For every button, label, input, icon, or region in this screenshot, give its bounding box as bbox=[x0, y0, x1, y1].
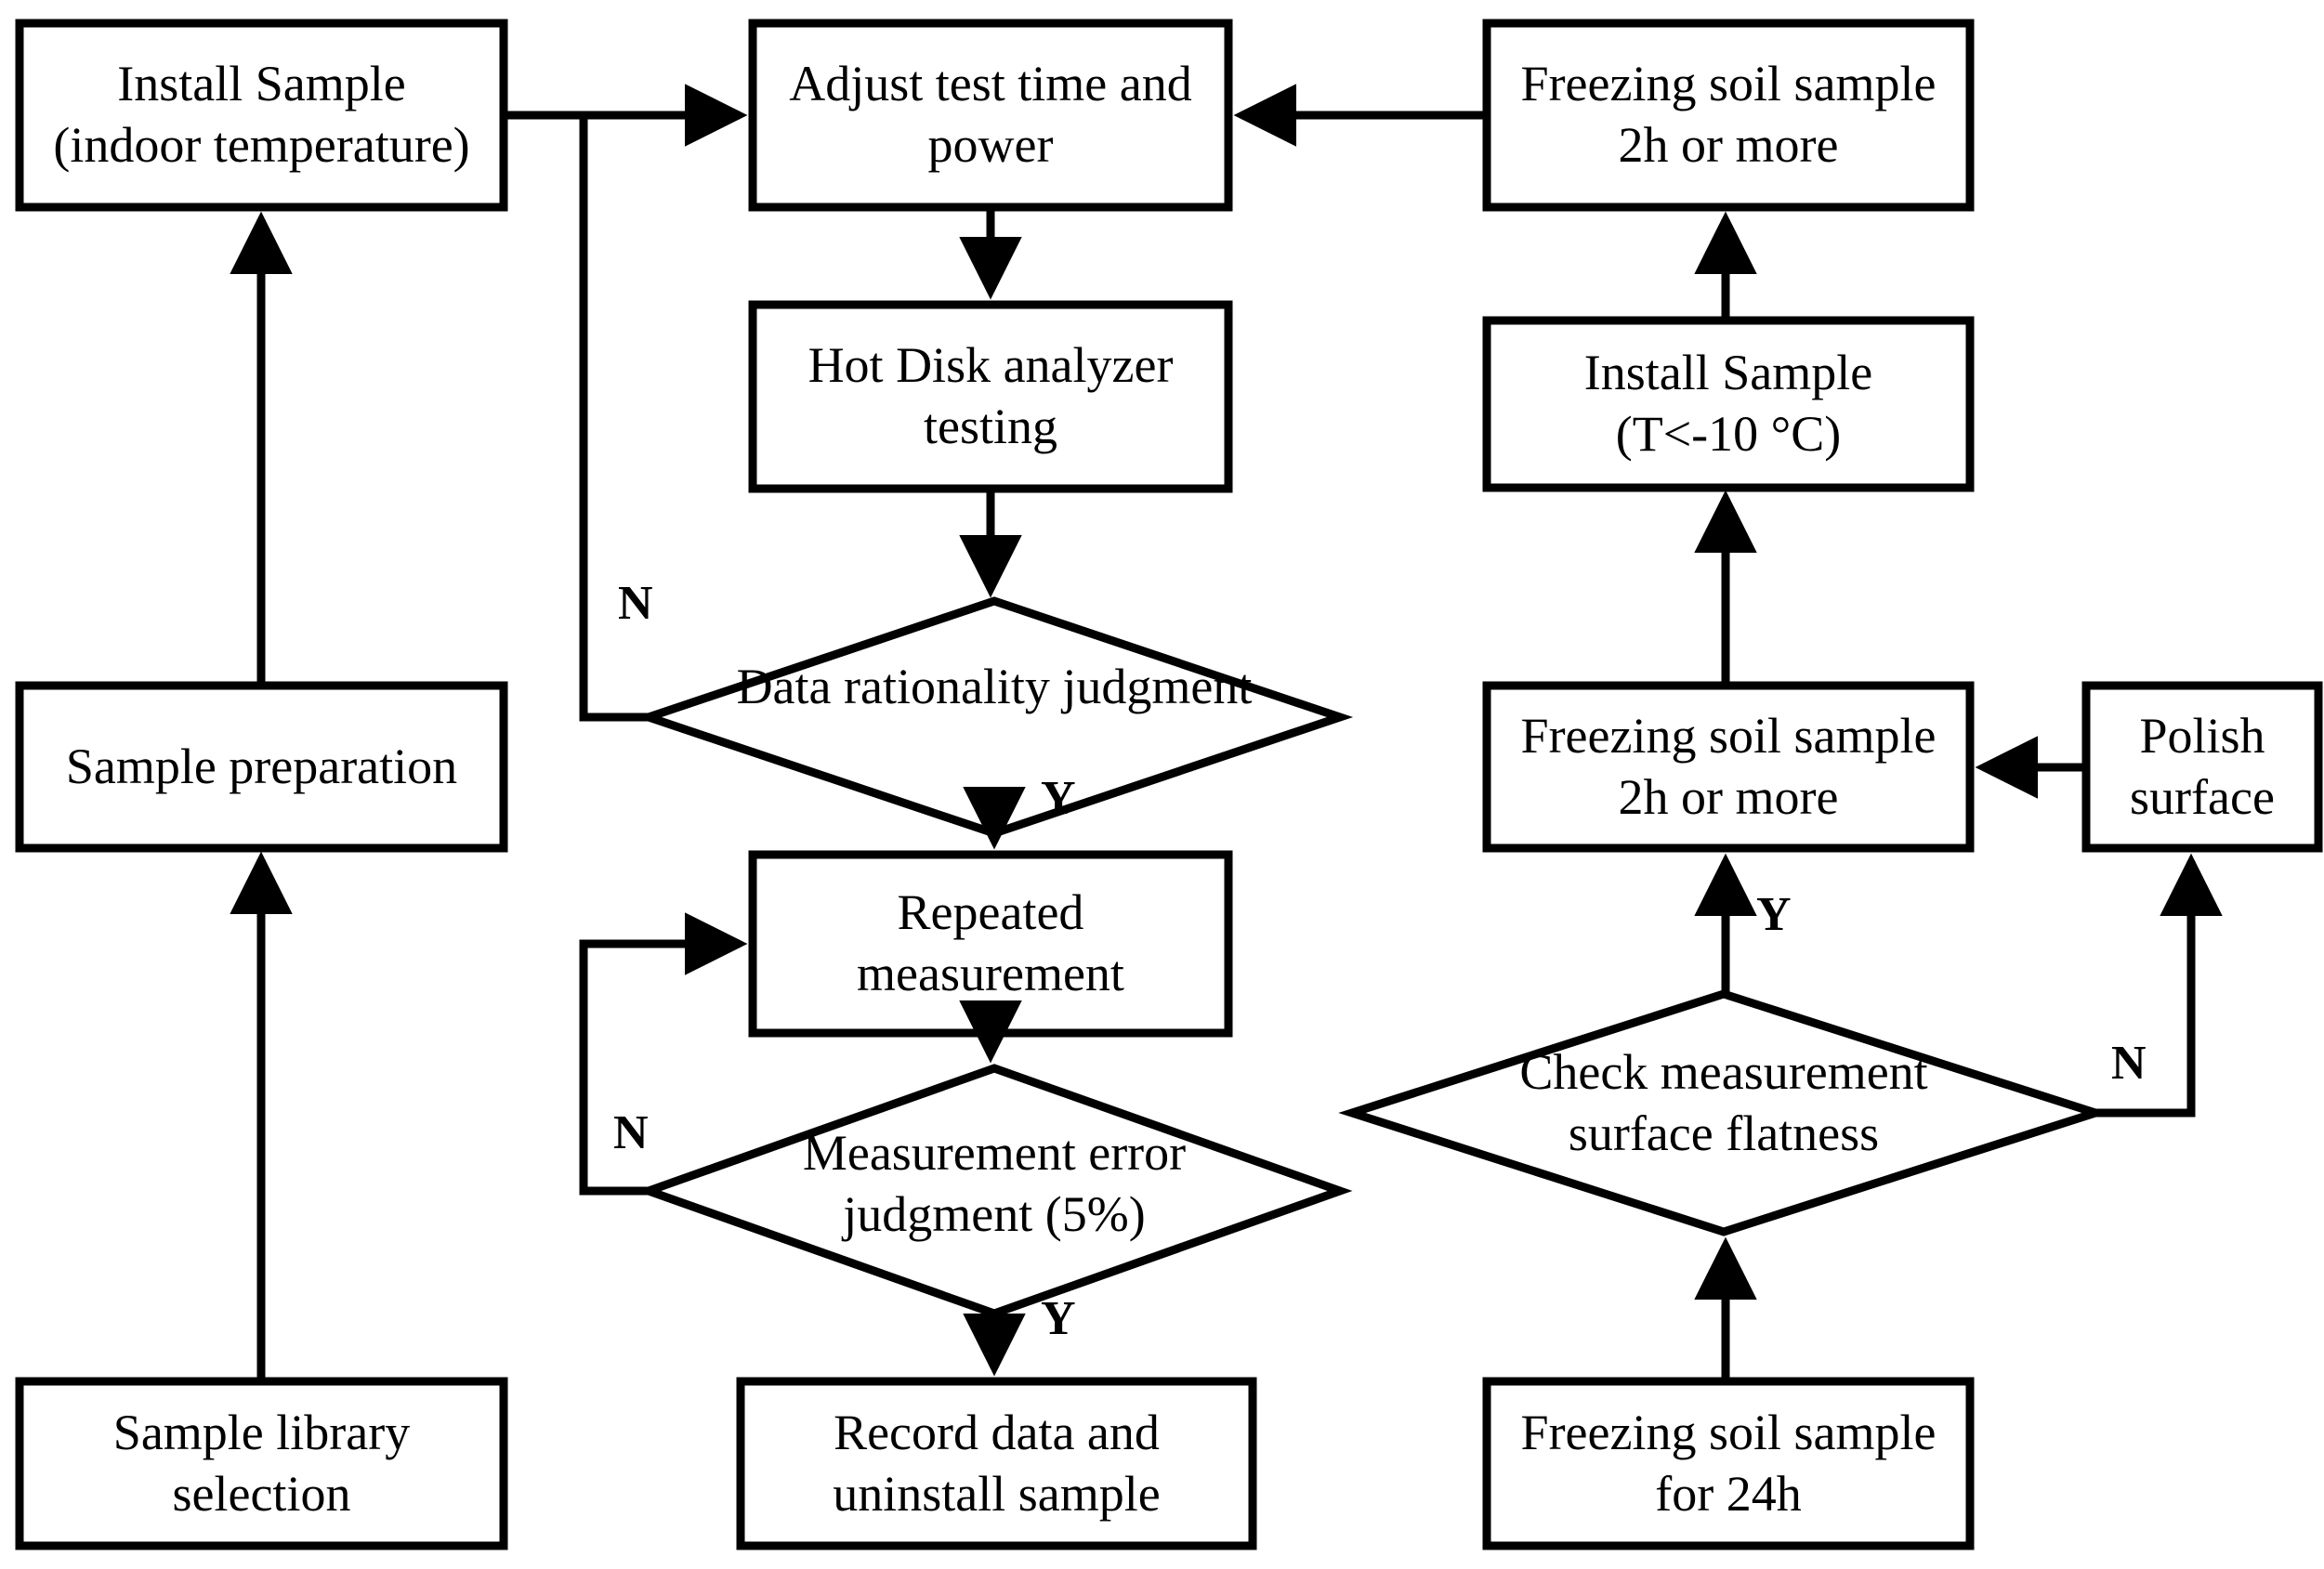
node-adjust-test-time-power[interactable] bbox=[748, 19, 1233, 212]
node-freezing-soil-sample-2h-top[interactable] bbox=[1482, 19, 1975, 212]
connector-flatness-no-to-polish bbox=[2095, 853, 2223, 1118]
node-polish-surface[interactable] bbox=[2081, 681, 2323, 853]
node-install-sample-frozen[interactable] bbox=[1482, 316, 1975, 492]
node-install-sample-indoor[interactable] bbox=[15, 19, 508, 212]
node-record-data-uninstall-sample[interactable] bbox=[736, 1377, 1257, 1550]
node-check-measurement-surface-flatness[interactable] bbox=[1338, 989, 2109, 1236]
branch-label-y-flatness: Y bbox=[1756, 888, 1792, 941]
node-freezing-soil-sample-24h[interactable] bbox=[1482, 1377, 1975, 1550]
branch-label-n-rationality: N bbox=[618, 577, 653, 630]
branch-label-n-error: N bbox=[613, 1106, 649, 1159]
node-hot-disk-analyzer-testing[interactable] bbox=[748, 300, 1233, 493]
branch-label-y-rationality: Y bbox=[1041, 772, 1076, 825]
node-freezing-soil-sample-2h-mid[interactable] bbox=[1482, 681, 1975, 853]
node-measurement-error-judgment[interactable] bbox=[636, 1064, 1353, 1318]
node-repeated-measurement[interactable] bbox=[748, 850, 1233, 1038]
node-sample-library-selection[interactable] bbox=[15, 1377, 508, 1550]
connector-rationality-no-to-adjust bbox=[579, 111, 650, 722]
node-sample-preparation[interactable] bbox=[15, 681, 508, 853]
connector-error-no-to-repeated bbox=[579, 912, 748, 1196]
branch-label-y-error: Y bbox=[1041, 1292, 1076, 1345]
node-data-rationality-judgment[interactable] bbox=[635, 596, 1354, 838]
branch-label-n-flatness: N bbox=[2111, 1037, 2147, 1090]
